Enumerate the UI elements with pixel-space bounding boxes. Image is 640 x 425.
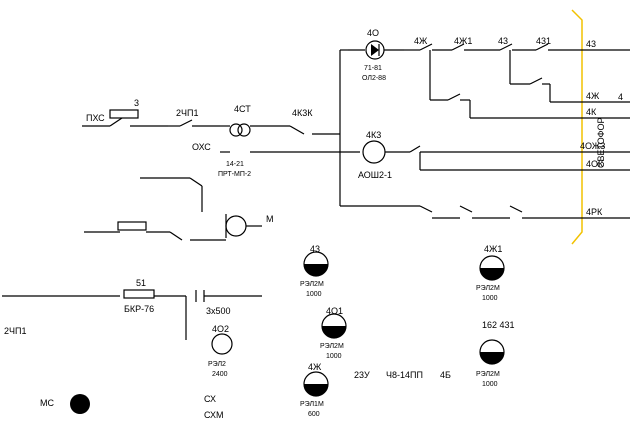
relay-4zh1-top: 4Ж1 xyxy=(484,244,502,254)
relay-43-mid: РЭЛ2М xyxy=(300,281,324,288)
relay-4o2-mid: РЭЛ2 xyxy=(208,361,226,368)
label-pxs: ПХС xyxy=(86,113,105,123)
label-m-k3k: М xyxy=(266,214,274,224)
label-bkr: БКР-76 xyxy=(124,304,154,314)
diode-label: 4О xyxy=(367,28,379,38)
label-2chp1: 2ЧП1 xyxy=(176,108,198,118)
label-trans-sub2: ПРТ-МП-2 xyxy=(218,171,251,178)
relay-4o1-mid: РЭЛ2М xyxy=(320,343,344,350)
label-ch8: Ч8-14ПП xyxy=(386,370,423,380)
label-4b: 4Б xyxy=(440,370,451,380)
label-mc: МС xyxy=(40,398,54,408)
top-contact-chain: 4Ж 4Ж1 43 431 43 4К 4Ж xyxy=(404,36,630,119)
relay-4o2-top: 4О2 xyxy=(212,324,229,334)
label-fuse3: 3 xyxy=(134,98,139,108)
relay-4o2-bottom: 2400 xyxy=(212,371,228,378)
relay-4zh-bottom: 600 xyxy=(308,411,320,418)
svetofor-bracket xyxy=(571,9,583,245)
label-out-4k: 4К xyxy=(586,107,597,117)
svetofor-number: 4 xyxy=(618,92,623,102)
label-cap: 3х500 xyxy=(206,306,231,316)
label-out-4ozhz: 4ОЖЗ xyxy=(580,141,605,151)
label-431-top: 431 xyxy=(536,36,551,46)
label-cx: СХ xyxy=(204,394,216,404)
relay-4o1-top: 4О1 xyxy=(326,306,343,316)
label-43-top: 43 xyxy=(498,36,508,46)
label-out-43: 43 xyxy=(586,39,596,49)
diode-sub1: 71-81 xyxy=(364,65,382,72)
relay-4zh-top: 4Ж xyxy=(308,362,322,372)
diode-4o: 4О 71-81 ОЛ2-88 xyxy=(348,28,404,82)
label-out-4zh: 4Ж xyxy=(586,91,600,101)
lamp-mc xyxy=(70,394,90,414)
label-4zh-top: 4Ж xyxy=(414,36,428,46)
relay-4zh-mid: РЭЛ1М xyxy=(300,401,324,408)
svetofor-label: СВЕТОФОР xyxy=(596,118,606,168)
relay-4o1-bottom: 1000 xyxy=(326,353,342,360)
bottom-left-chain: БКР-76 51 3х500 2ЧП1 xyxy=(2,278,262,355)
relay-4zh1-mid: РЭЛ2М xyxy=(476,285,500,292)
relay-labels: 43 РЭЛ2М 1000 4О1 РЭЛ2М 1000 4Ж РЭЛ1М 60… xyxy=(208,244,515,418)
label-bkr-num: 51 xyxy=(136,278,146,288)
misc-bottom: 23У Ч8-14ПП 4Б МС СХ СХМ xyxy=(40,370,451,420)
label-out-4pk: 4РК xyxy=(586,207,603,217)
relay-43-top: 43 xyxy=(310,244,320,254)
label-out-4ok: 4ОК xyxy=(586,159,604,169)
label-23u: 23У xyxy=(354,370,370,380)
label-4st: 4СТ xyxy=(234,104,251,114)
relay-431-top: 162 431 xyxy=(482,320,515,330)
k3k-circuit: М xyxy=(84,177,274,241)
label-4zh1-top: 4Ж1 xyxy=(454,36,472,46)
label-4k3k: 4К3К xyxy=(292,108,313,118)
label-trans-sub1: 14-21 xyxy=(226,161,244,168)
diode-sub2: ОЛ2-88 xyxy=(362,75,386,82)
relay-431-bottom: 1000 xyxy=(482,381,498,388)
relay-4k3: 4К3 АОШ2-1 4ОЖЗ 4ОК xyxy=(358,130,630,180)
relay-4zh1-bottom: 1000 xyxy=(482,295,498,302)
label-2chp1-left: 2ЧП1 xyxy=(4,326,26,336)
relay-431-mid: РЭЛ2М xyxy=(476,371,500,378)
branch-4pk: 4РК xyxy=(339,134,630,219)
label-cxm: СХМ xyxy=(204,410,224,420)
main-input: ПХС 3 2ЧП1 4СТ ОХС 14-21 ПРТ-МП-2 4К3К xyxy=(82,49,360,178)
label-aosh: АОШ2-1 xyxy=(358,170,392,180)
label-4k3: 4К3 xyxy=(366,130,381,140)
label-oxs: ОХС xyxy=(192,142,211,152)
relay-43-bottom: 1000 xyxy=(306,291,322,298)
